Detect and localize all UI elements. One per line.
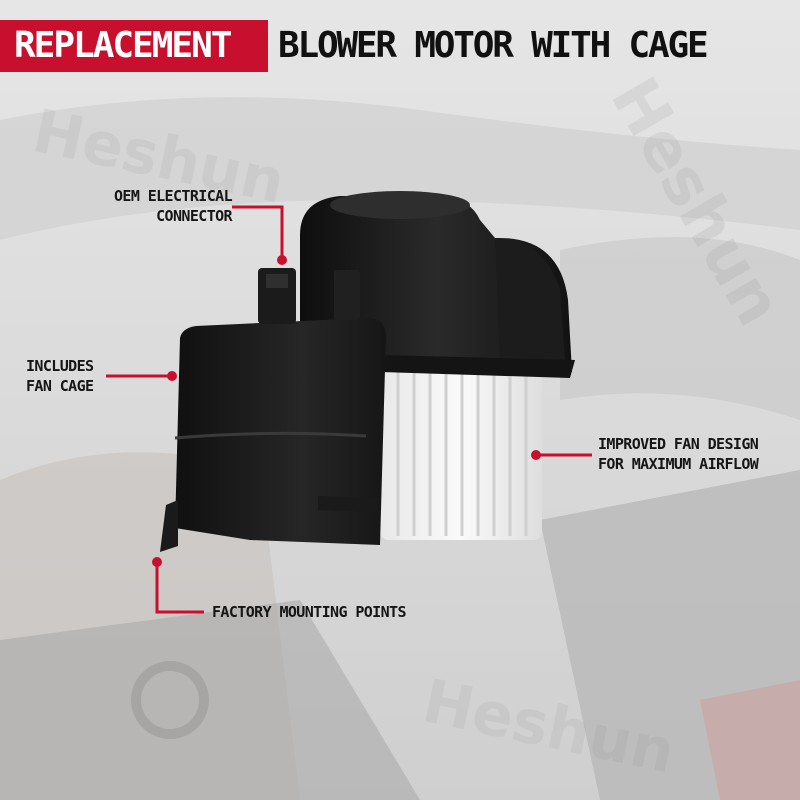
- grille-shape: [0, 600, 420, 800]
- callout-mounting-line1: FACTORY MOUNTING POINTS: [212, 603, 407, 621]
- fan-rim-shape: [380, 355, 575, 378]
- callout-fan-design-line2: FOR MAXIMUM AIRFLOW: [598, 455, 759, 473]
- connector-post-shape: [334, 270, 360, 320]
- callout-fan-cage: INCLUDES FAN CAGE: [26, 356, 94, 396]
- connector-latch-shape: [266, 274, 288, 288]
- headline-highlight-box: REPLACEMENT: [0, 20, 268, 72]
- callout-fan-design: IMPROVED FAN DESIGN FOR MAXIMUM AIRFLOW: [598, 434, 759, 474]
- callout-mounting: FACTORY MOUNTING POINTS: [212, 602, 407, 622]
- fan-blades: [396, 372, 528, 536]
- cage-housing-shape: [175, 318, 386, 545]
- red-part-shape: [700, 680, 800, 800]
- mounting-tab-left: [160, 500, 178, 552]
- engine-part-shape: [560, 237, 800, 420]
- headline-rest: BLOWER MOTOR WITH CAGE: [278, 25, 709, 66]
- hood-edge-shape: [0, 97, 800, 240]
- blower-motor-illustration: [160, 191, 575, 552]
- cage-seam-line: [174, 431, 367, 440]
- headline: REPLACEMENT BLOWER MOTOR WITH CAGE: [0, 20, 800, 72]
- mounting-tab-right: [318, 496, 378, 512]
- callout-fan-design-line1: IMPROVED FAN DESIGN: [598, 435, 759, 453]
- callout-fan-cage-line2: FAN CAGE: [26, 377, 94, 395]
- motor-top-cap: [330, 191, 470, 219]
- headline-highlight: REPLACEMENT: [14, 25, 232, 66]
- engine-cover-shape: [540, 470, 800, 800]
- callout-oem-connector-line2: CONNECTOR: [156, 207, 232, 225]
- motor-side-shape: [495, 238, 565, 360]
- callout-oem-connector: OEM ELECTRICAL CONNECTOR: [82, 186, 233, 226]
- callout-fan-cage-line1: INCLUDES: [26, 357, 94, 375]
- callout-oem-connector-line1: OEM ELECTRICAL: [113, 187, 233, 205]
- wrench-socket-shape: [131, 661, 209, 739]
